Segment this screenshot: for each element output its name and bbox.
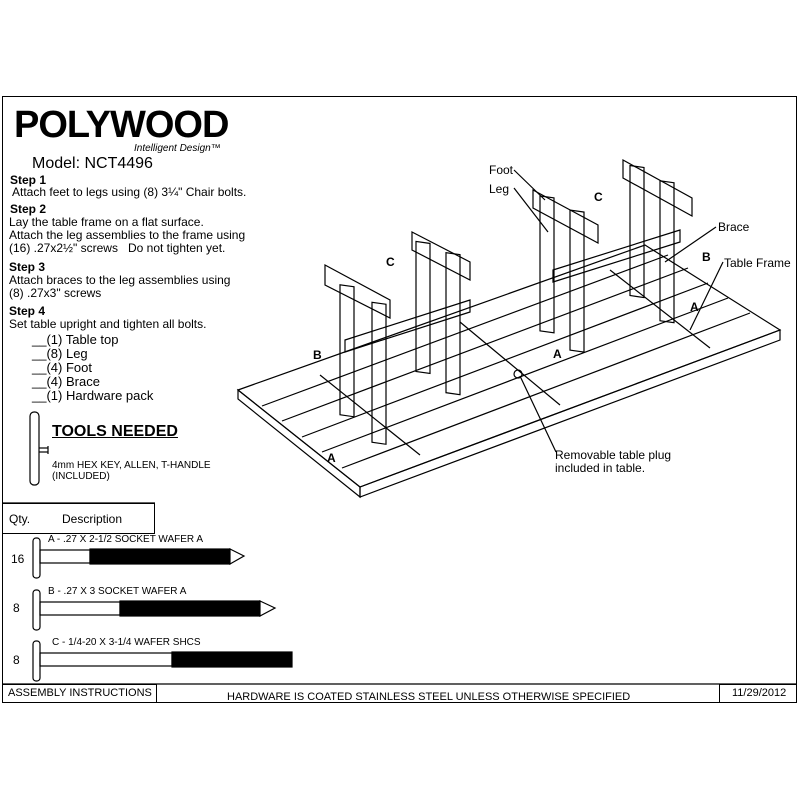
footer-date: 11/29/2012	[732, 687, 787, 699]
label-b-right: B	[702, 250, 711, 264]
polywood-logo: POLYWOOD	[14, 104, 229, 146]
leader-foot	[513, 169, 546, 201]
footer-title: ASSEMBLY INSTRUCTIONS	[8, 687, 152, 699]
label-a-left: A	[327, 451, 336, 465]
leader-leg	[513, 187, 549, 233]
label-brace: Brace	[718, 220, 750, 234]
part-table-top: __(1) Table top	[32, 332, 119, 347]
label-foot: Foot	[489, 163, 514, 177]
part-leg: __(8) Leg	[32, 346, 88, 361]
leader-brace	[664, 226, 717, 263]
hardware-a-desc: A - .27 X 2-1/2 SOCKET WAFER A	[48, 534, 204, 545]
step-4-heading: Step 4	[9, 304, 46, 318]
hex-key-icon	[29, 411, 49, 486]
bolt-a-icon	[32, 537, 246, 579]
hardware-b-desc: B - .27 X 3 SOCKET WAFER A	[48, 586, 187, 597]
label-leg: Leg	[489, 182, 510, 196]
hardware-c-desc: C - 1/4-20 X 3-1/4 WAFER SHCS	[52, 637, 201, 648]
tools-heading: TOOLS NEEDED	[52, 423, 178, 440]
label-table-plug: Removable table plug included in table.	[555, 448, 672, 475]
table-plug	[513, 369, 523, 379]
hardware-b-qty: 8	[13, 601, 20, 615]
label-a-right: A	[690, 300, 699, 314]
step-2-text: Lay the table frame on a flat surface. A…	[9, 215, 246, 255]
step-1-text: Attach feet to legs using (8) 3¼" Chair …	[12, 185, 247, 199]
table-top-drawing	[236, 244, 782, 499]
step-3-text: Attach braces to the leg assemblies usin…	[9, 273, 231, 300]
bolt-b-icon	[32, 589, 277, 631]
instruction-sheet	[2, 96, 797, 703]
step-3-heading: Step 3	[9, 260, 46, 274]
parts-list: __(1) Table top __(8) Leg __(4) Foot __(…	[32, 333, 153, 403]
brand-tagline: Intelligent Design™	[134, 143, 221, 154]
label-table-frame: Table Frame	[724, 256, 791, 270]
part-hardware-pack: __(1) Hardware pack	[32, 388, 154, 403]
label-b-left: B	[313, 348, 322, 362]
leg-assembly-right	[532, 158, 693, 353]
model-number: Model: NCT4496	[32, 155, 153, 172]
label-c-right: C	[594, 190, 603, 204]
step-1-heading: Step 1	[10, 173, 47, 187]
footer-note: HARDWARE IS COATED STAINLESS STEEL UNLES…	[227, 691, 631, 703]
qty-column-header: Qty.	[9, 512, 31, 526]
leader-plug	[519, 375, 557, 453]
description-column-header: Description	[62, 512, 123, 526]
leg-assembly-left	[324, 231, 471, 445]
label-c-left: C	[386, 255, 395, 269]
step-2-heading: Step 2	[10, 202, 47, 216]
hardware-c-qty: 8	[13, 653, 20, 667]
hardware-a-qty: 16	[11, 552, 25, 566]
label-a-center: A	[553, 347, 562, 361]
leader-table-frame	[689, 261, 724, 331]
tools-description: 4mm HEX KEY, ALLEN, T-HANDLE (INCLUDED)	[52, 460, 211, 482]
step-4-text: Set table upright and tighten all bolts.	[9, 317, 207, 331]
part-foot: __(4) Foot	[32, 360, 92, 375]
bolt-c-icon	[32, 640, 293, 682]
part-brace: __(4) Brace	[32, 374, 100, 389]
